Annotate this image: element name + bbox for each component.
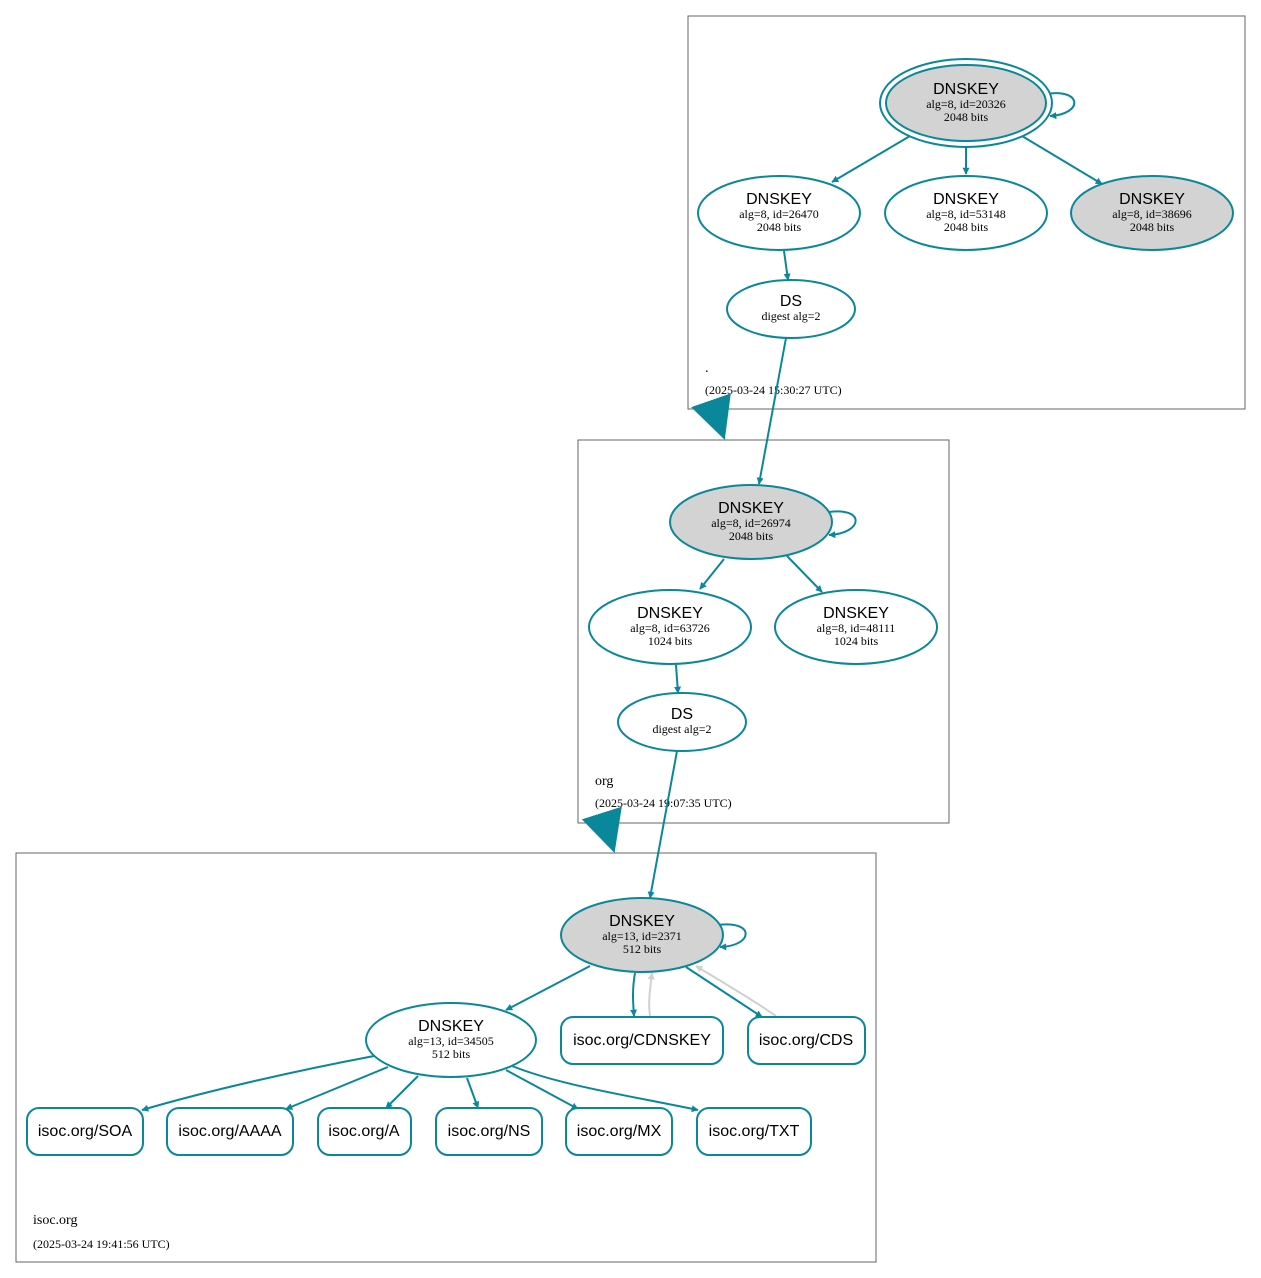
node-org-zsk2: DNSKEY alg=8, id=48111 1024 bits bbox=[774, 589, 938, 665]
record-aaaa-label: isoc.org/AAAA bbox=[178, 1123, 281, 1140]
zone-org-timestamp: (2025-03-24 19:07:35 UTC) bbox=[595, 796, 732, 810]
node-root-ksk-line1: alg=8, id=20326 bbox=[926, 97, 1006, 111]
edge-org-ksk-zsk1 bbox=[699, 558, 725, 590]
edge-isoc-ksk-self bbox=[717, 923, 747, 951]
edge-cdnskey-ksk-gray bbox=[647, 972, 655, 1017]
node-root-ksk-line2: 2048 bits bbox=[944, 110, 989, 124]
node-root-zsk2: DNSKEY alg=8, id=53148 2048 bits bbox=[884, 175, 1048, 251]
node-root-zsk1-title: DNSKEY bbox=[746, 191, 812, 208]
node-isoc-ksk-line1: alg=13, id=2371 bbox=[602, 929, 682, 943]
node-root-zsk1-line1: alg=8, id=26470 bbox=[739, 207, 819, 221]
record-a: isoc.org/A bbox=[317, 1107, 412, 1156]
zone-org-box bbox=[577, 439, 950, 824]
record-cdnskey-label: isoc.org/CDNSKEY bbox=[573, 1032, 711, 1049]
edge-org-zsk1-ds bbox=[674, 664, 682, 694]
node-isoc-ksk-title: DNSKEY bbox=[609, 913, 675, 930]
edge-org-ksk-zsk2 bbox=[786, 555, 823, 593]
node-root-zsk1: DNSKEY alg=8, id=26470 2048 bits bbox=[697, 175, 861, 251]
node-org-ds-title: DS bbox=[671, 706, 693, 723]
node-isoc-ksk-line2: 512 bits bbox=[623, 942, 662, 956]
record-cds-label: isoc.org/CDS bbox=[759, 1032, 853, 1049]
node-isoc-zsk: DNSKEY alg=13, id=34505 512 bits bbox=[365, 1002, 537, 1078]
zone-root-box bbox=[687, 15, 1246, 410]
node-org-zsk1-line1: alg=8, id=63726 bbox=[630, 621, 710, 635]
record-mx-label: isoc.org/MX bbox=[577, 1123, 662, 1140]
edge-org-ksk-self bbox=[828, 510, 857, 539]
node-isoc-zsk-line2: 512 bits bbox=[432, 1047, 471, 1061]
edge-isoc-ksk-cdnskey bbox=[630, 972, 638, 1017]
node-org-zsk1-line2: 1024 bits bbox=[648, 634, 693, 648]
node-org-ksk: DNSKEY alg=8, id=26974 2048 bits bbox=[669, 484, 833, 560]
record-cds: isoc.org/CDS bbox=[747, 1016, 866, 1065]
record-aaaa: isoc.org/AAAA bbox=[166, 1107, 294, 1156]
node-root-zsk2-line2: 2048 bits bbox=[944, 220, 989, 234]
zone-org-label: org bbox=[595, 774, 613, 789]
edge-isoc-ksk-cds bbox=[685, 966, 763, 1018]
node-root-ds-title: DS bbox=[780, 293, 802, 310]
delegation-arrow-org-isoc bbox=[581, 806, 622, 854]
node-org-zsk1: DNSKEY alg=8, id=63726 1024 bits bbox=[588, 589, 752, 665]
record-soa: isoc.org/SOA bbox=[26, 1107, 144, 1156]
node-root-key3-line1: alg=8, id=38696 bbox=[1112, 207, 1192, 221]
record-ns: isoc.org/NS bbox=[435, 1107, 543, 1156]
zone-root-timestamp: (2025-03-24 15:30:27 UTC) bbox=[705, 383, 842, 397]
record-mx: isoc.org/MX bbox=[565, 1107, 673, 1156]
node-org-zsk2-line1: alg=8, id=48111 bbox=[817, 621, 896, 635]
node-root-ds: DS digest alg=2 bbox=[726, 279, 856, 339]
edge-root-ksk-key3 bbox=[1021, 135, 1103, 185]
edge-zsk-aaaa bbox=[285, 1066, 389, 1110]
edge-cds-ksk-gray bbox=[695, 965, 777, 1017]
node-root-zsk1-line2: 2048 bits bbox=[757, 220, 802, 234]
node-isoc-zsk-line1: alg=13, id=34505 bbox=[408, 1034, 494, 1048]
node-org-ksk-line1: alg=8, id=26974 bbox=[711, 516, 791, 530]
edge-zsk-txt bbox=[511, 1065, 699, 1113]
edge-isoc-ksk-zsk bbox=[505, 965, 591, 1011]
node-org-ds: DS digest alg=2 bbox=[617, 692, 747, 752]
node-org-zsk2-line2: 1024 bits bbox=[834, 634, 879, 648]
edge-root-ksk-self bbox=[1045, 92, 1076, 120]
edge-root-ksk-zsk1 bbox=[831, 135, 911, 183]
node-root-zsk2-line1: alg=8, id=53148 bbox=[926, 207, 1006, 221]
edge-zsk-mx bbox=[505, 1069, 579, 1110]
record-ns-label: isoc.org/NS bbox=[448, 1123, 531, 1140]
zone-isoc-timestamp: (2025-03-24 19:41:56 UTC) bbox=[33, 1237, 170, 1251]
node-org-ksk-line2: 2048 bits bbox=[729, 529, 774, 543]
node-root-ksk-title: DNSKEY bbox=[933, 81, 999, 98]
edge-zsk-ns bbox=[466, 1077, 480, 1109]
zone-isoc-label: isoc.org bbox=[33, 1213, 77, 1228]
zone-root-label: . bbox=[705, 361, 709, 376]
node-isoc-ksk: DNSKEY alg=13, id=2371 512 bits bbox=[560, 897, 724, 973]
edge-root-zsk1-ds bbox=[783, 250, 791, 281]
edge-zsk-soa bbox=[141, 1055, 375, 1112]
node-root-key3: DNSKEY alg=8, id=38696 2048 bits bbox=[1070, 175, 1234, 251]
node-org-ksk-title: DNSKEY bbox=[718, 500, 784, 517]
node-root-key3-title: DNSKEY bbox=[1119, 191, 1185, 208]
record-txt-label: isoc.org/TXT bbox=[709, 1123, 800, 1140]
record-cdnskey: isoc.org/CDNSKEY bbox=[560, 1016, 724, 1065]
node-root-zsk2-title: DNSKEY bbox=[933, 191, 999, 208]
node-root-key3-line2: 2048 bits bbox=[1130, 220, 1175, 234]
node-org-ds-line1: digest alg=2 bbox=[652, 722, 711, 736]
node-isoc-zsk-title: DNSKEY bbox=[418, 1018, 484, 1035]
edge-zsk-a bbox=[385, 1075, 419, 1109]
node-root-ds-line1: digest alg=2 bbox=[761, 309, 820, 323]
node-org-zsk1-title: DNSKEY bbox=[637, 605, 703, 622]
node-root-ksk: DNSKEY alg=8, id=20326 2048 bits bbox=[879, 58, 1053, 148]
edge-org-ds-isoc-ksk bbox=[647, 750, 678, 899]
record-soa-label: isoc.org/SOA bbox=[38, 1123, 133, 1140]
edge-root-ds-org-ksk bbox=[756, 337, 787, 485]
record-txt: isoc.org/TXT bbox=[696, 1107, 812, 1156]
record-a-label: isoc.org/A bbox=[328, 1123, 399, 1140]
zone-isoc-box bbox=[15, 852, 877, 1263]
node-org-zsk2-title: DNSKEY bbox=[823, 605, 889, 622]
delegation-arrow-root-org bbox=[691, 393, 731, 440]
